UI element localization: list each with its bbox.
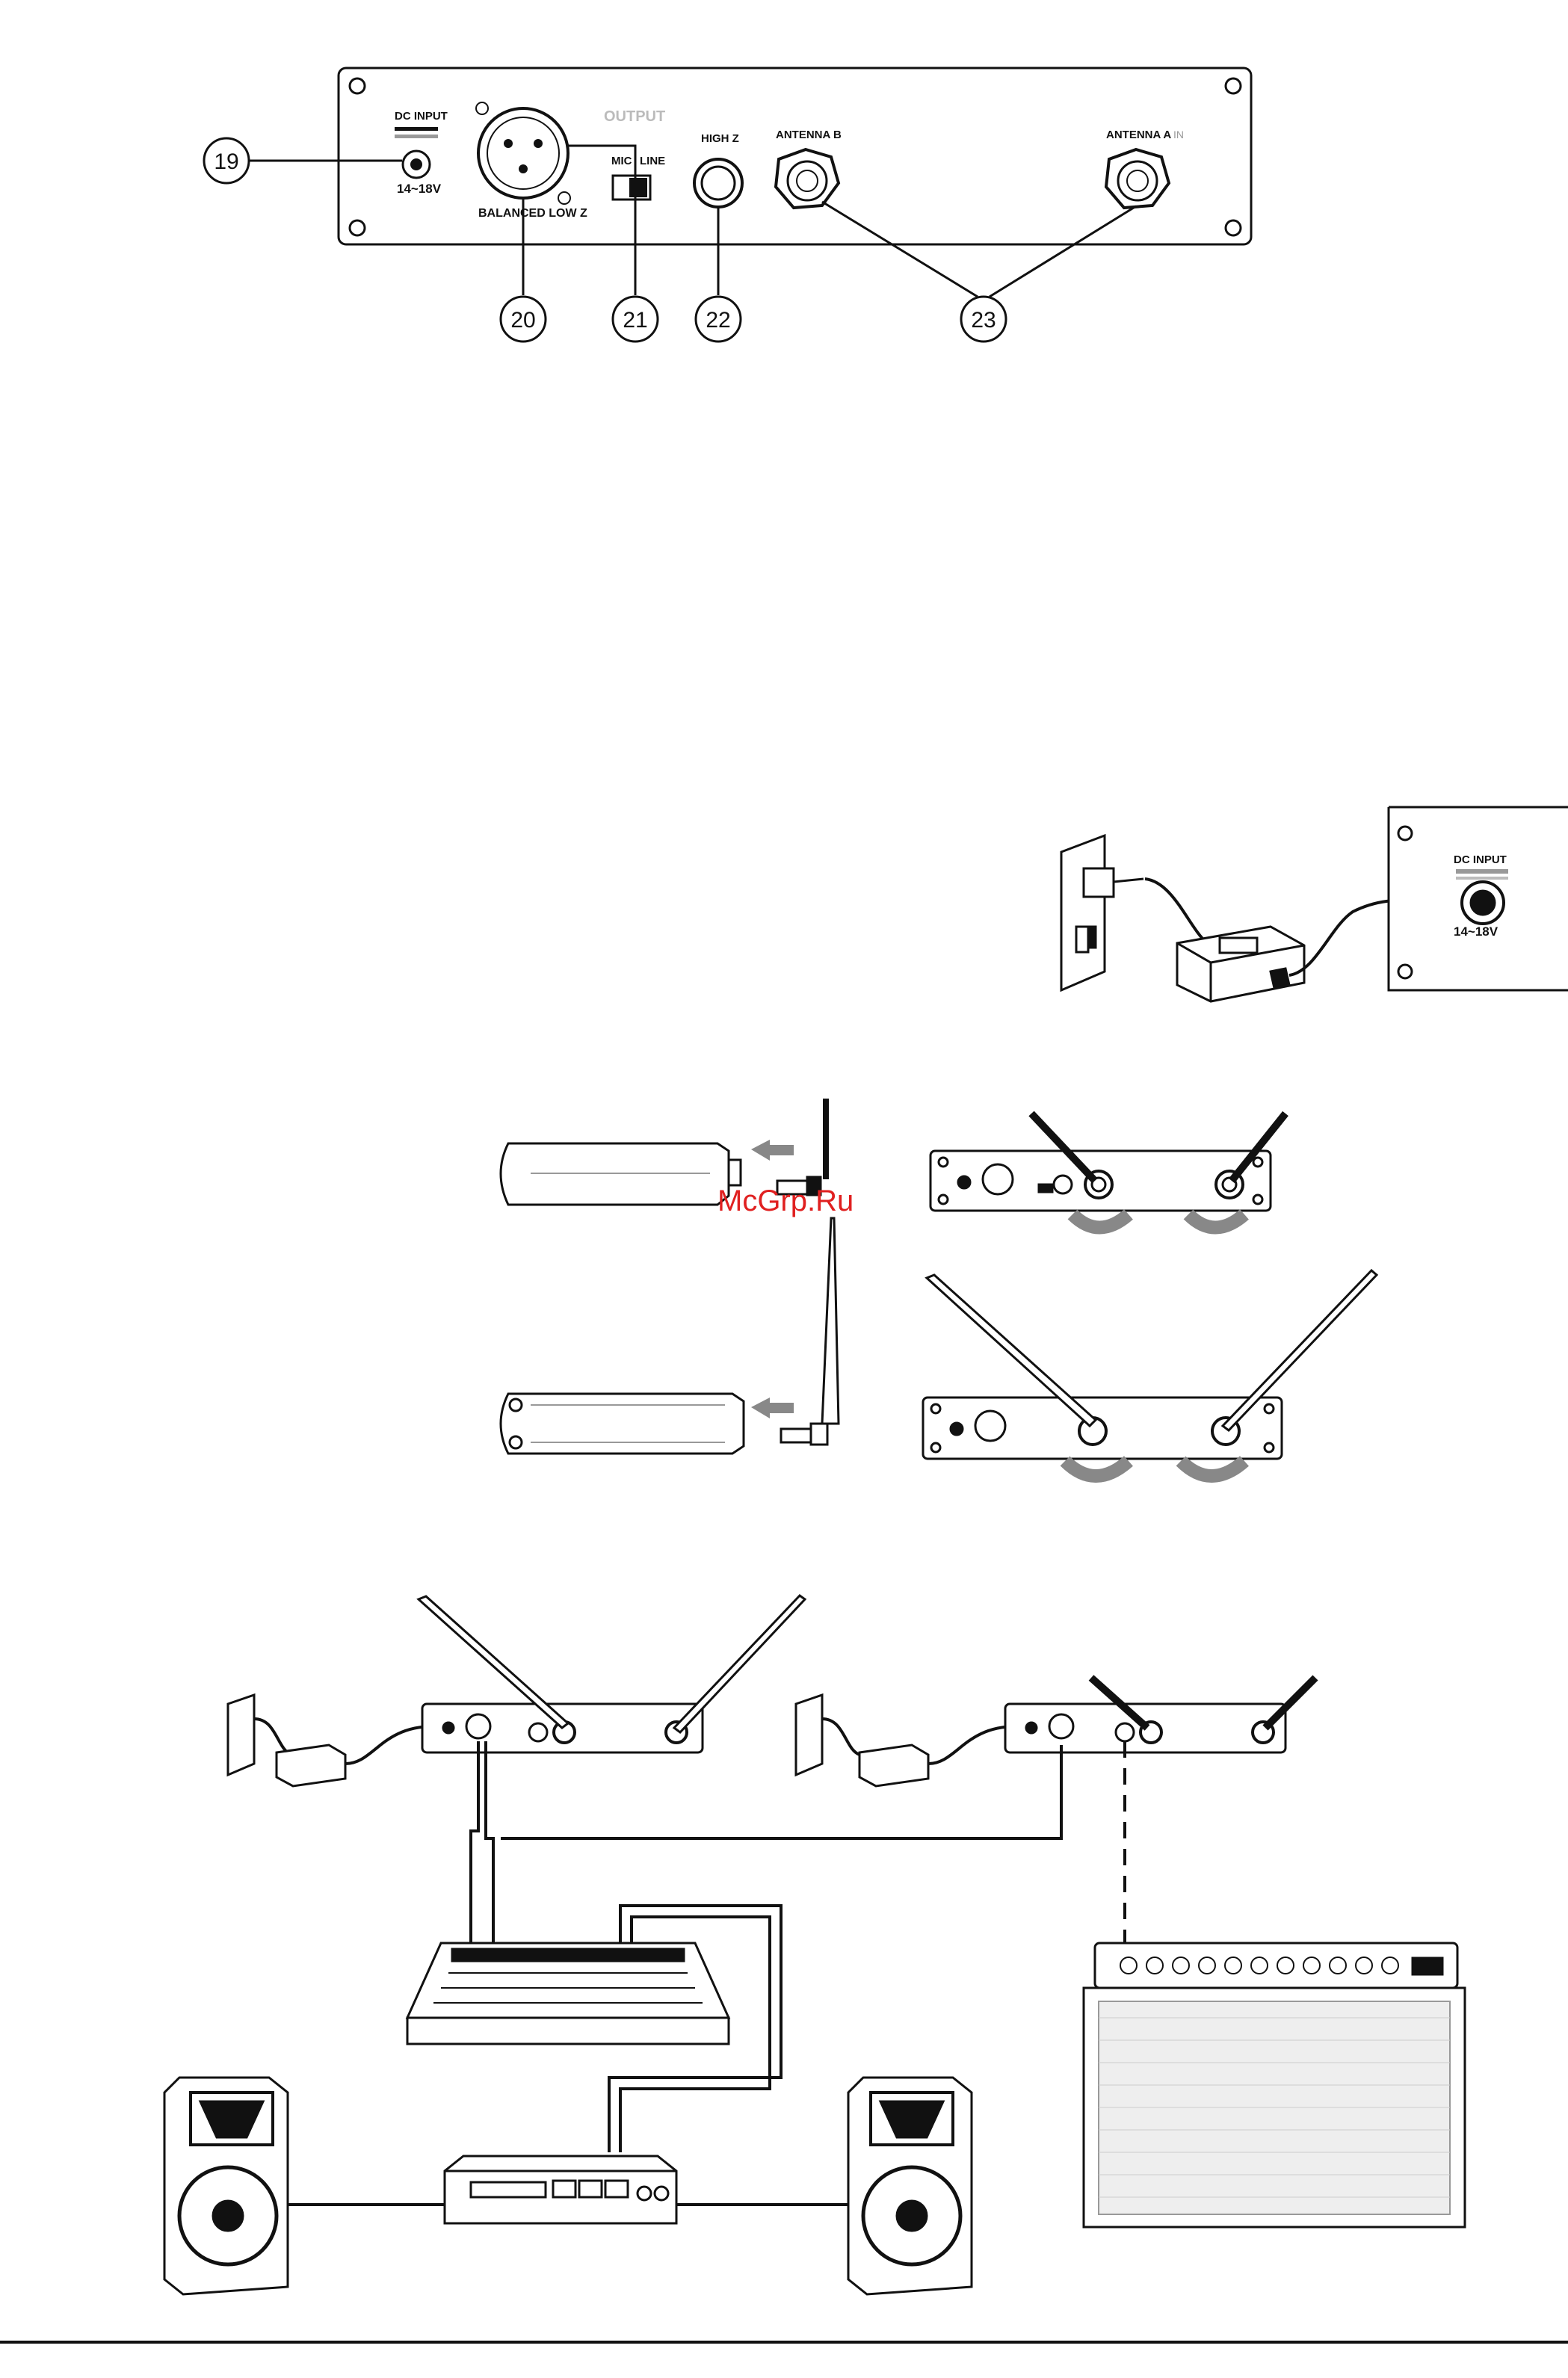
- power-detail-dc-label: DC INPUT: [1454, 853, 1507, 866]
- rear-panel-figure: DC INPUT 14~18V BALANCED LOW Z OUTPUT MI…: [204, 68, 1251, 342]
- callout-23: 23: [961, 297, 1006, 342]
- callout-21: 21: [613, 297, 658, 342]
- power-detail-voltage-label: 14~18V: [1454, 924, 1498, 939]
- rotate-arrow-icon: [1065, 1461, 1129, 1476]
- rotate-arrow-icon: [1188, 1214, 1244, 1228]
- antenna-in-label: IN: [1173, 129, 1184, 140]
- receiver-rear-panel: [930, 1151, 1271, 1211]
- antenna-a-label: ANTENNA A: [1106, 129, 1171, 141]
- svg-text:23: 23: [971, 308, 996, 333]
- dc-voltage-label: 14~18V: [397, 182, 442, 196]
- antenna-attachment-figure: [501, 1099, 1377, 1476]
- callout-22: 22: [696, 297, 741, 342]
- rotate-arrow-icon: [1072, 1214, 1129, 1228]
- mic-label: MIC: [611, 155, 632, 167]
- svg-text:20: 20: [510, 308, 535, 333]
- svg-text:22: 22: [706, 308, 730, 333]
- footer-rule: [0, 2341, 1568, 2344]
- dc-input-label: DC INPUT: [395, 110, 448, 123]
- insert-arrow-icon: [751, 1140, 794, 1161]
- callout-19: 19: [204, 138, 249, 183]
- wall-outlet-icon: [1061, 836, 1105, 990]
- watermark: McGrp.Ru: [717, 1185, 854, 1217]
- insert-arrow-icon: [751, 1398, 794, 1418]
- system-setup-figure: [164, 1596, 1465, 2294]
- power-connection-figure: [1061, 807, 1568, 1001]
- power-adapter-icon: [859, 1745, 928, 1786]
- rotate-arrow-icon: [1181, 1461, 1244, 1476]
- wall-outlet-icon: [228, 1695, 254, 1775]
- high-z-label: HIGH Z: [701, 132, 739, 145]
- svg-text:21: 21: [623, 308, 647, 333]
- callout-20: 20: [501, 297, 546, 342]
- svg-text:19: 19: [214, 149, 238, 174]
- balanced-output-label: BALANCED LOW Z: [478, 207, 587, 220]
- antenna-b-label: ANTENNA B: [776, 129, 842, 141]
- output-label: OUTPUT: [604, 108, 665, 125]
- power-adapter-icon: [277, 1745, 345, 1786]
- telescopic-antenna: [822, 1218, 839, 1424]
- wall-outlet-icon: [796, 1695, 822, 1775]
- line-label: LINE: [640, 155, 665, 167]
